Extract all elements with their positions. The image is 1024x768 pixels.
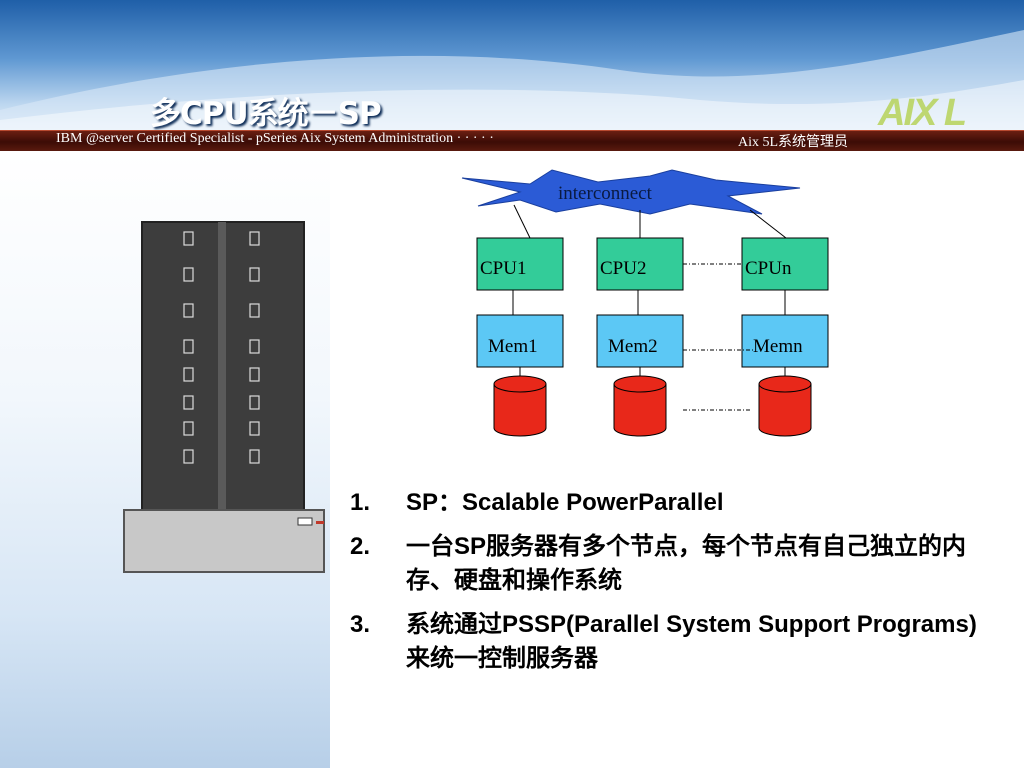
bullet-list: 1. SP：Scalable PowerParallel 2. 一台SP服务器有… bbox=[350, 486, 990, 686]
cpu-label: CPUn bbox=[745, 258, 792, 279]
connector-line bbox=[513, 204, 531, 239]
cpu-box bbox=[476, 237, 564, 291]
header-bar-right-text: Aix 5L系统管理员 bbox=[738, 135, 849, 150]
bullet-number: 2. bbox=[350, 533, 371, 560]
slide-title: 多CPU系统－SP bbox=[150, 96, 382, 132]
interconnect-label: interconnect bbox=[558, 183, 653, 204]
bullet-item: 1. SP：Scalable PowerParallel bbox=[350, 486, 990, 520]
cpu-box bbox=[596, 237, 684, 291]
cpu-label: CPU2 bbox=[600, 258, 646, 279]
mem-label: Memn bbox=[753, 336, 803, 357]
server-rack-image bbox=[123, 221, 325, 573]
interconnect-shape bbox=[461, 169, 801, 215]
bullet-text: SP：Scalable PowerParallel bbox=[406, 489, 724, 516]
bullet-text: 一台SP服务器有多个节点，每个节点有自己独立的内存、硬盘和操作系统 bbox=[406, 533, 967, 594]
header-bar bbox=[0, 130, 1024, 151]
bullet-number: 3. bbox=[350, 611, 371, 638]
disk-cylinder bbox=[493, 375, 547, 437]
disk-cylinder bbox=[758, 375, 812, 437]
mem-box bbox=[476, 314, 564, 368]
disk-cylinder bbox=[613, 375, 667, 437]
cpu-box bbox=[741, 237, 829, 291]
bullet-number: 1. bbox=[350, 489, 371, 516]
header-bar-left-text: IBM @server Certified Specialist - pSeri… bbox=[56, 131, 494, 146]
header-wave-decoration bbox=[0, 30, 1024, 130]
bullet-item: 3. 系统通过PSSP(Parallel System Support Prog… bbox=[350, 608, 990, 676]
mem-label: Mem1 bbox=[488, 336, 538, 357]
cpu-label: CPU1 bbox=[480, 258, 526, 279]
mem-label: Mem2 bbox=[608, 336, 658, 357]
bullet-text: 系统通过PSSP(Parallel System Support Program… bbox=[406, 611, 977, 672]
connector-line bbox=[749, 209, 787, 239]
bullet-item: 2. 一台SP服务器有多个节点，每个节点有自己独立的内存、硬盘和操作系统 bbox=[350, 530, 990, 598]
aix-logo: AIX L bbox=[878, 92, 967, 134]
